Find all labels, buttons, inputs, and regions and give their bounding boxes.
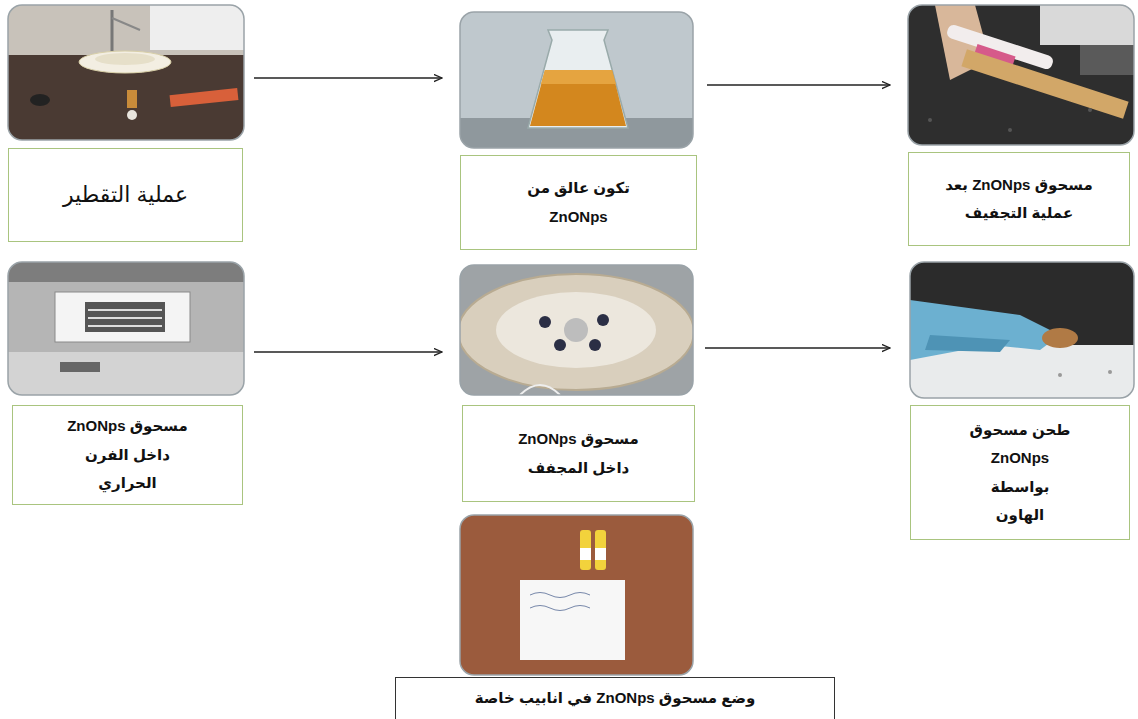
process-step: وضع مسحوق ZnONps في انابيب خاصة — [395, 515, 835, 719]
step-caption: وضع مسحوق ZnONps في انابيب خاصة — [475, 684, 756, 713]
process-step: مسحوق ZnONps داخل الفرن الحراري — [8, 262, 244, 505]
process-step: تكون عالق من ZnONps — [460, 12, 697, 250]
step-caption: مسحوق ZnONps داخل المجفف — [511, 425, 646, 482]
process-step: عملية التقطير — [8, 5, 244, 243]
process-step: طحن مسحوق ZnONps بواسطة الهاون — [908, 262, 1134, 540]
tube-photo — [908, 5, 1134, 145]
caption-box: مسحوق ZnONps بعد عملية التجفيف — [908, 152, 1130, 246]
beaker-photo — [460, 12, 693, 148]
dryer-photo — [460, 265, 693, 395]
caption-box: تكون عالق من ZnONps — [460, 155, 697, 250]
mortar-photo — [910, 262, 1134, 398]
caption-box: عملية التقطير — [8, 148, 243, 242]
flow-arrow — [254, 77, 442, 79]
step-caption: تكون عالق من ZnONps — [519, 174, 639, 231]
tubes-photo — [460, 515, 693, 675]
flow-arrow — [707, 84, 890, 86]
distillation-photo — [8, 5, 244, 140]
flow-arrow — [254, 351, 442, 353]
process-step: مسحوق ZnONps بعد عملية التجفيف — [908, 5, 1134, 246]
process-step: مسحوق ZnONps داخل المجفف — [460, 265, 695, 502]
flow-arrow — [705, 347, 890, 349]
caption-box: طحن مسحوق ZnONps بواسطة الهاون — [910, 405, 1130, 540]
caption-box: مسحوق ZnONps داخل الفرن الحراري — [12, 405, 243, 505]
step-caption: طحن مسحوق ZnONps بواسطة الهاون — [966, 416, 1074, 530]
caption-box: مسحوق ZnONps داخل المجفف — [462, 405, 695, 502]
oven-photo — [8, 262, 244, 395]
step-caption: مسحوق ZnONps داخل الفرن الحراري — [60, 412, 195, 498]
step-caption: مسحوق ZnONps بعد عملية التجفيف — [932, 171, 1107, 228]
caption-box: وضع مسحوق ZnONps في انابيب خاصة — [395, 677, 835, 719]
step-caption: عملية التقطير — [63, 174, 188, 216]
